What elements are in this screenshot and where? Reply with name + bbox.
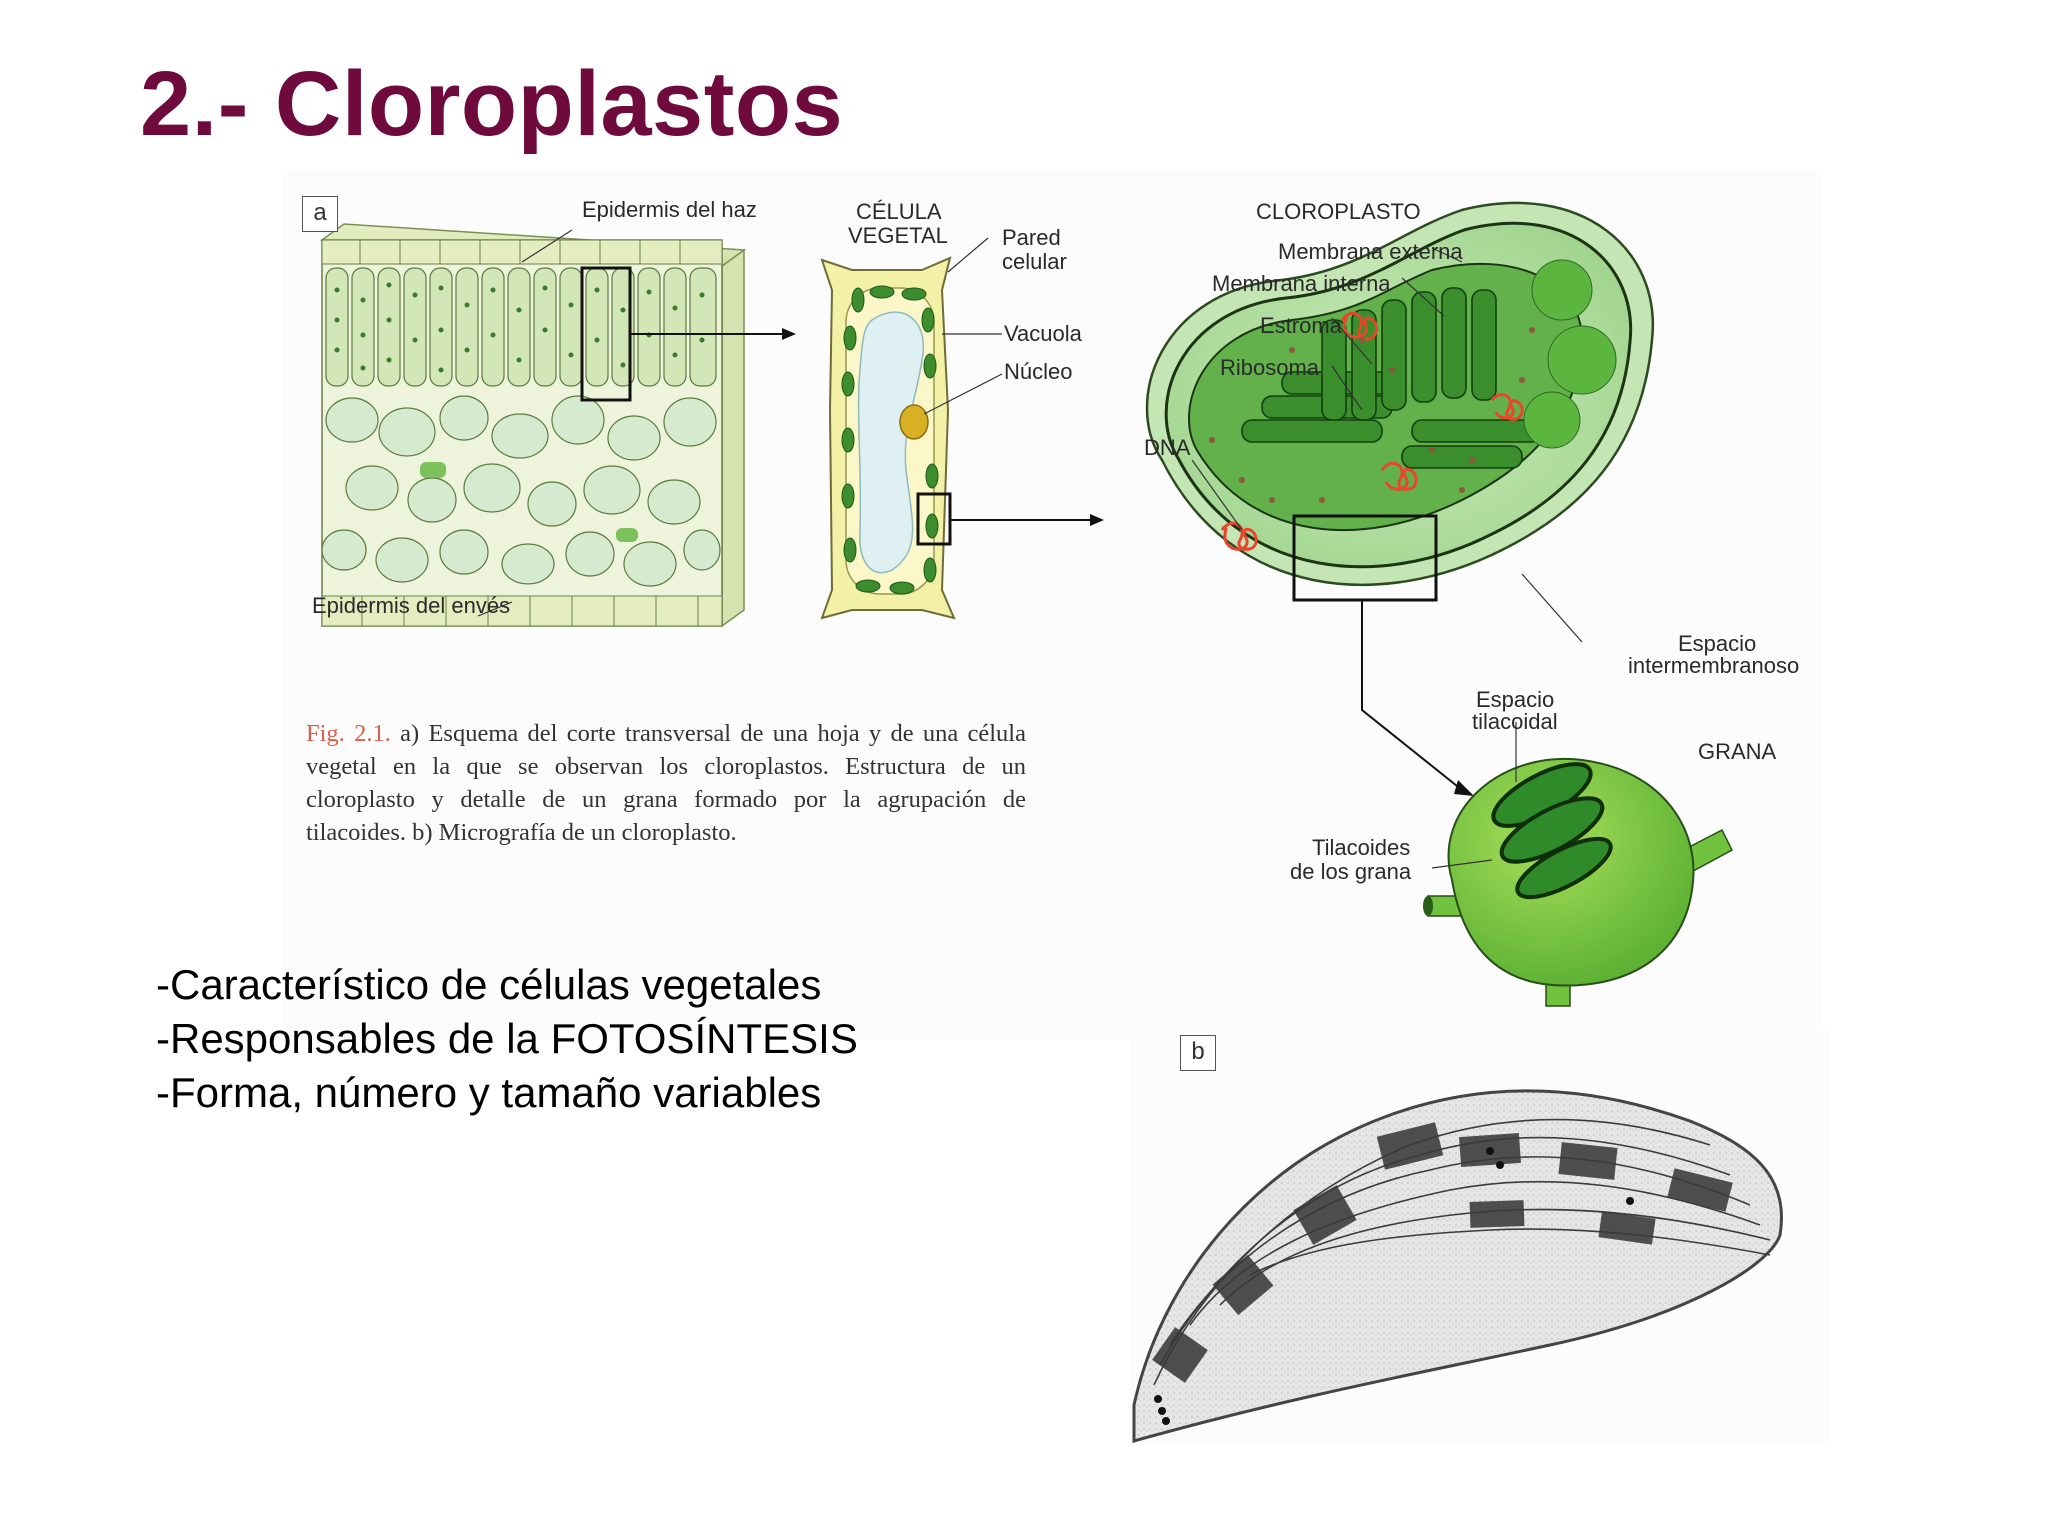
bullet-item: -Forma, número y tamaño variables xyxy=(156,1066,858,1120)
label-vacuole: Vacuola xyxy=(1004,322,1082,346)
label-grana: GRANA xyxy=(1698,740,1776,764)
figure-b-micrograph: b xyxy=(1130,1025,1830,1445)
label-nucleus: Núcleo xyxy=(1004,360,1072,384)
plant-cell xyxy=(822,238,1104,618)
caption-text: a) Esquema del corte transversal de una … xyxy=(306,720,1026,846)
label-dna: DNA xyxy=(1144,436,1190,460)
label-ribosome: Ribosoma xyxy=(1220,356,1319,380)
label-intermembrane-2: intermembranoso xyxy=(1628,654,1799,678)
label-cell-wall-1: Pared xyxy=(1002,226,1061,250)
label-upper-epidermis: Epidermis del haz xyxy=(582,198,757,222)
label-cell-title-2: VEGETAL xyxy=(848,224,948,248)
figure-a-illustration: a Epidermis del haz Epidermis del envés … xyxy=(282,170,1822,1040)
panel-b-label: b xyxy=(1180,1035,1216,1071)
label-chloroplast-title: CLOROPLASTO xyxy=(1256,200,1421,224)
bullet-item: -Responsables de la FOTOSÍNTESIS xyxy=(156,1012,858,1066)
label-outer-membrane: Membrana externa xyxy=(1278,240,1463,264)
label-cell-title-1: CÉLULA xyxy=(856,200,942,224)
label-inner-membrane: Membrana interna xyxy=(1212,272,1391,296)
slide-title: 2.- Cloroplastos xyxy=(140,52,843,157)
figure-a-drawing xyxy=(282,170,1822,1040)
caption-fig-label: Fig. 2.1. xyxy=(306,720,391,747)
label-thylakoids-2: de los grana xyxy=(1290,860,1411,884)
bullet-list: -Característico de células vegetales -Re… xyxy=(156,958,858,1120)
micrograph-drawing xyxy=(1130,1025,1830,1445)
figure-caption: Fig. 2.1. a) Esquema del corte transvers… xyxy=(306,717,1026,849)
panel-a-label: a xyxy=(302,196,338,232)
label-stroma: Estroma xyxy=(1260,314,1342,338)
label-lower-epidermis: Epidermis del envés xyxy=(312,594,510,618)
label-thylakoid-space-2: tilacoidal xyxy=(1472,710,1558,734)
label-thylakoids-1: Tilacoides xyxy=(1312,836,1410,860)
label-cell-wall-2: celular xyxy=(1002,250,1067,274)
leaf-cross-section xyxy=(322,224,796,626)
bullet-item: -Característico de células vegetales xyxy=(156,958,858,1012)
grana-detail xyxy=(1423,722,1732,1006)
